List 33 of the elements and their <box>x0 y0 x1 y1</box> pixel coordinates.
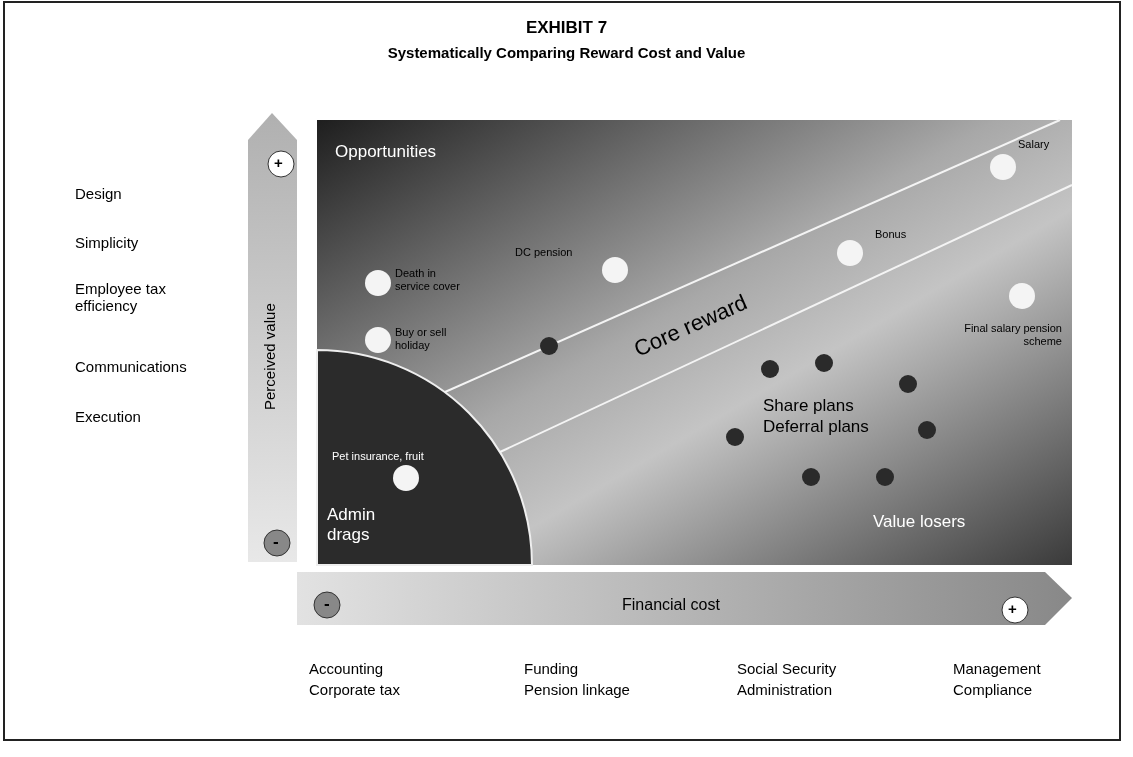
cost-factor-label: Pension linkage <box>524 681 630 699</box>
item-label: Buy or sell holiday <box>395 326 448 352</box>
item-label: Bonus <box>875 228 907 241</box>
factor-label: Simplicity <box>75 234 139 252</box>
item-label: Share plans <box>763 396 854 416</box>
axis-end-sign: + <box>274 154 283 172</box>
item-label: DC pension <box>515 246 573 259</box>
axis-title: Financial cost <box>622 596 720 615</box>
cost-factor-label: Administration <box>737 681 833 699</box>
cost-factor-label: Management <box>953 660 1041 678</box>
cost-factor-label: Funding <box>524 660 579 678</box>
region-label: Admin drags <box>327 505 377 545</box>
factor-label: Employee tax efficiency <box>75 280 167 315</box>
region-label: Opportunities <box>335 142 437 162</box>
region-label: Value losers <box>873 512 966 532</box>
subtitle: Systematically Comparing Reward Cost and Value <box>386 44 747 62</box>
axis-end-sign: - <box>324 594 330 614</box>
item-label: Deferral plans <box>763 417 869 437</box>
axis-title: Perceived value <box>261 302 279 412</box>
axis-end-sign: + <box>1008 600 1017 618</box>
factor-label: Execution <box>75 408 141 426</box>
exhibit-title: EXHIBIT 7 <box>524 18 609 38</box>
cost-factor-label: Accounting <box>309 660 384 678</box>
cost-factor-label: Compliance <box>953 681 1033 699</box>
item-label: Final salary pension scheme <box>963 322 1062 348</box>
axis-end-sign: - <box>273 532 279 552</box>
factor-label: Design <box>75 185 122 203</box>
factor-label: Communications <box>75 358 187 376</box>
item-label: Salary <box>1018 138 1050 151</box>
item-label: Death in service cover <box>395 267 461 293</box>
cost-factor-label: Social Security <box>737 660 837 678</box>
cost-factor-label: Corporate tax <box>309 681 400 699</box>
item-label: Pet insurance, fruit <box>332 450 424 463</box>
